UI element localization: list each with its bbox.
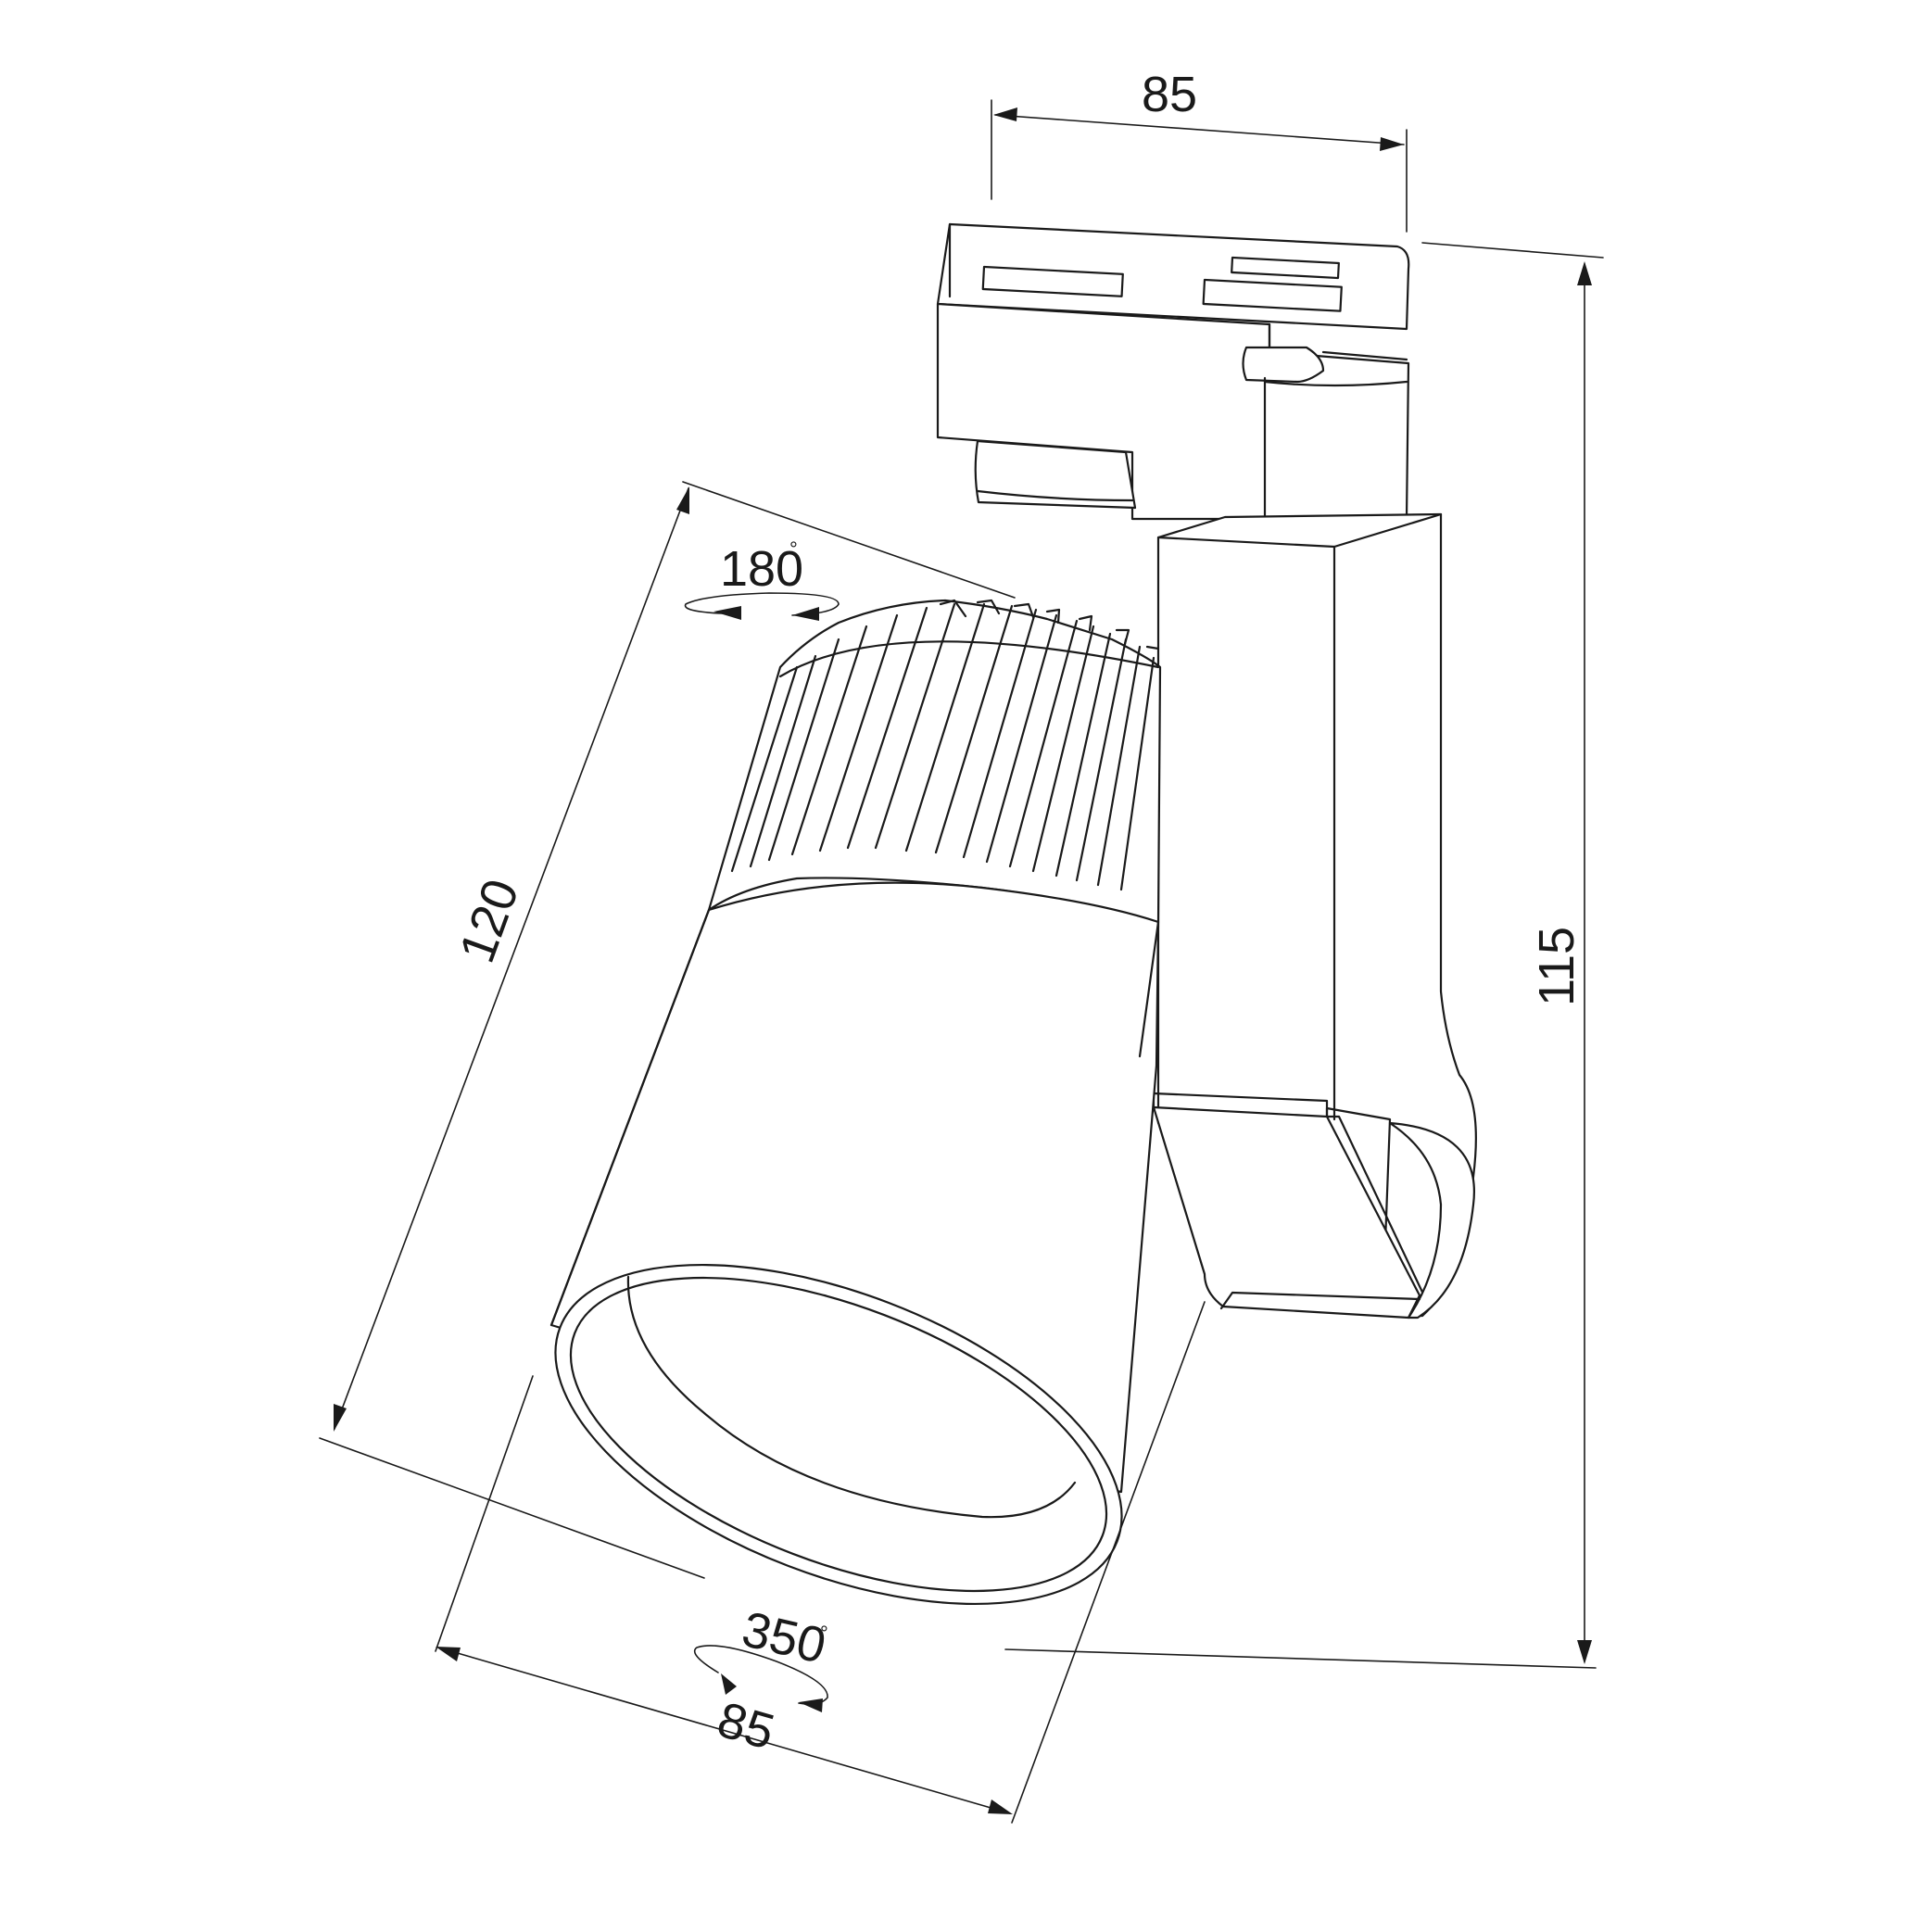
- track-adapter: [936, 222, 1410, 523]
- dimension-label-height: 115: [1529, 927, 1585, 1006]
- dimension-label-front-width: 85: [712, 1692, 780, 1761]
- rotation-label-tilt: 180: [720, 541, 803, 597]
- rotation-degree-tilt: °: [789, 537, 798, 561]
- dimension-label-body-length: 120: [448, 872, 529, 969]
- dimension-height: 115: [1004, 242, 1604, 1669]
- dimension-top-width: 85: [991, 67, 1408, 233]
- heatsink: [707, 599, 1162, 924]
- mounting-bracket: [1152, 512, 1477, 1320]
- rotation-label-rotation: 350: [737, 1601, 830, 1674]
- rotation-indicator-tilt: 180 °: [684, 537, 840, 621]
- rotation-degree-rotation: °: [820, 1622, 828, 1645]
- rotation-indicator-rotation: 350 °: [693, 1601, 831, 1712]
- dimension-label-top-width: 85: [1142, 67, 1197, 122]
- lamp-body: [549, 881, 1160, 1606]
